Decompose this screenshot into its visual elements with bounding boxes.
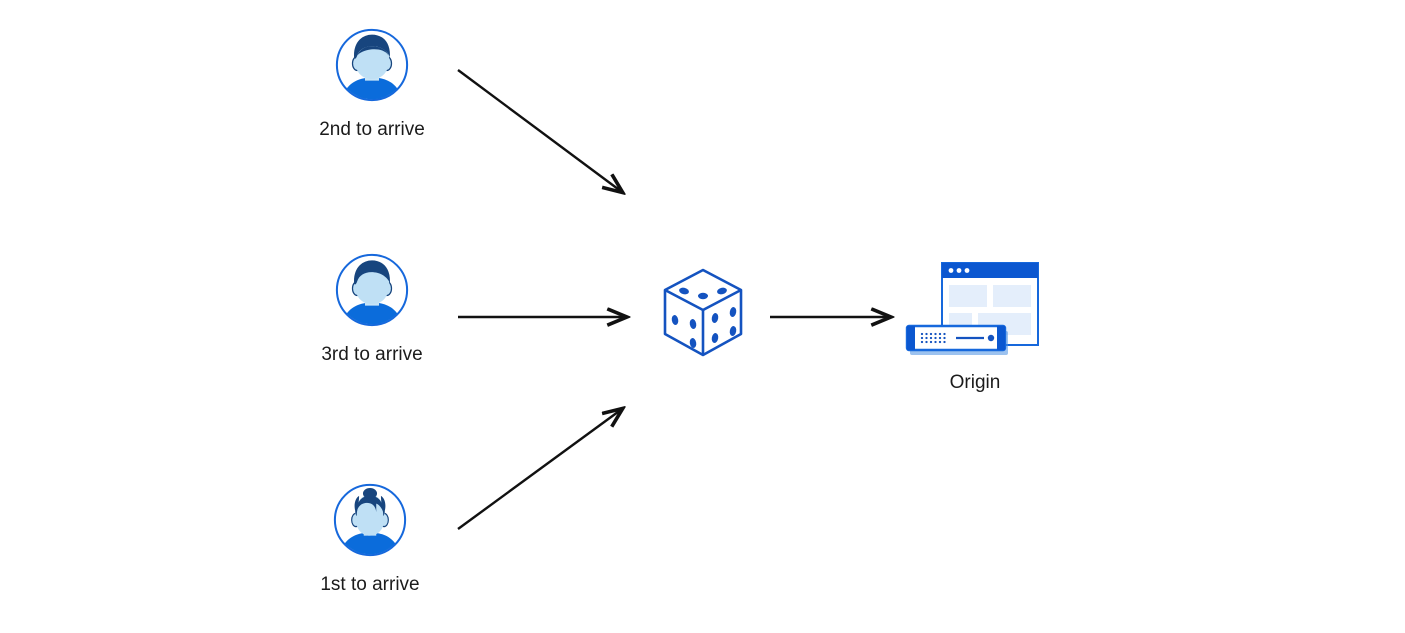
- node-origin[interactable]: Origin: [890, 255, 1060, 395]
- user-avatar-icon: [333, 483, 407, 557]
- node-client-3rd[interactable]: 3rd to arrive: [302, 251, 442, 367]
- edge-1st-to-dice: [457, 409, 622, 530]
- node-label-client-2nd: 2nd to arrive: [319, 119, 425, 140]
- user-avatar-icon: [335, 28, 409, 102]
- edge-2nd-to-dice: [457, 69, 622, 192]
- server-device-icon: [905, 324, 1008, 355]
- node-label-client-3rd: 3rd to arrive: [321, 344, 423, 365]
- node-client-2nd[interactable]: 2nd to arrive: [302, 26, 442, 142]
- node-label-client-1st: 1st to arrive: [320, 574, 420, 595]
- dice-icon: [663, 268, 743, 357]
- node-randomizer[interactable]: [655, 262, 751, 367]
- node-label-origin: Origin: [949, 372, 1001, 393]
- node-client-1st[interactable]: 1st to arrive: [300, 481, 440, 597]
- user-avatar-icon: [335, 253, 409, 327]
- origin-server-icon: [900, 255, 1050, 365]
